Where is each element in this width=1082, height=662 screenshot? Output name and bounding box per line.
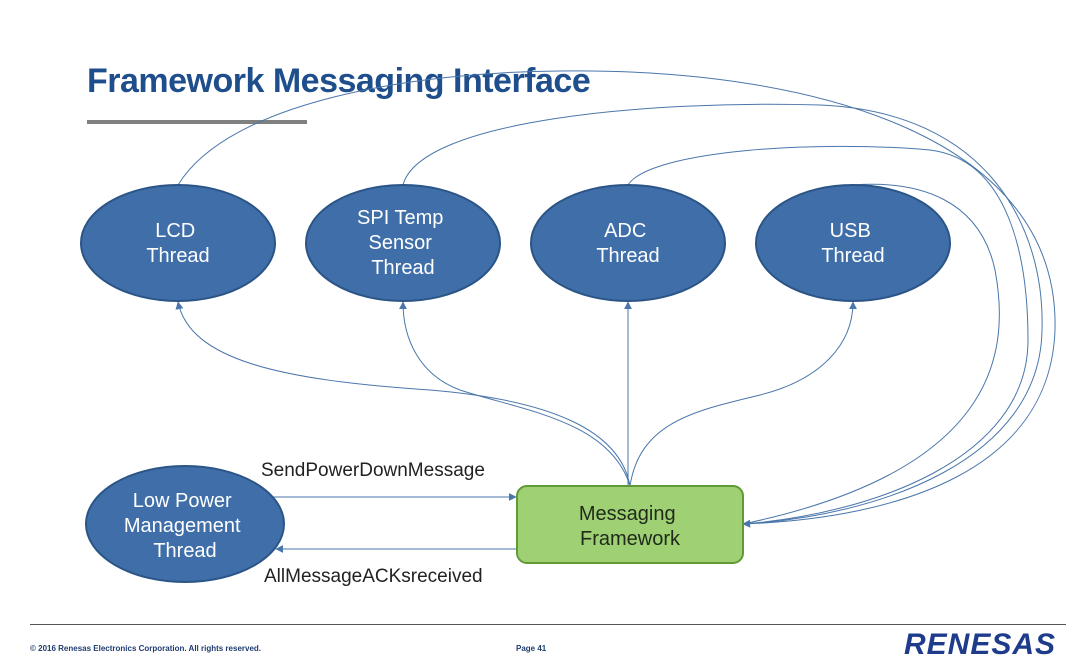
reply-edges bbox=[177, 70, 1056, 528]
lcd-thread-node: LCD Thread bbox=[80, 184, 276, 302]
lcd-thread-line-2: Thread bbox=[146, 245, 209, 267]
svg-text:SPI Temp Sensor: SPI Temp Sensor Thread bbox=[357, 207, 449, 279]
edge-adc-to-framework bbox=[627, 145, 1029, 525]
edge-usb-to-framework bbox=[742, 183, 1000, 525]
messaging-framework-shape bbox=[516, 485, 744, 564]
adc-thread-line-1: ADC bbox=[604, 220, 646, 242]
svg-text:LCD Thread: LCD Thread bbox=[146, 220, 209, 267]
lcd-thread-shape bbox=[80, 184, 276, 302]
power-edges bbox=[268, 493, 517, 553]
svg-text:USB Thread: USB Thread bbox=[821, 220, 884, 267]
messaging-framework-node: Messaging Framework bbox=[516, 485, 744, 564]
edge-framework-to-spi bbox=[399, 301, 631, 487]
lowpower-thread-line-1: Low Power bbox=[133, 490, 232, 512]
send-powerdown-label: SendPowerDownMessage bbox=[261, 460, 485, 481]
spi-thread-line-2: Sensor bbox=[369, 232, 433, 254]
title-underline bbox=[87, 120, 307, 124]
usb-thread-line-2: Thread bbox=[821, 245, 884, 267]
svg-text:ADC Thread: ADC Thread bbox=[596, 220, 659, 267]
lcd-thread-line-1: LCD bbox=[155, 220, 195, 242]
usb-thread-shape bbox=[755, 184, 951, 302]
dispatch-edges bbox=[175, 301, 857, 487]
adc-thread-line-2: Thread bbox=[596, 245, 659, 267]
svg-text:Low Power Management: Low Power Management Thread bbox=[124, 490, 246, 562]
spi-thread-node: SPI Temp Sensor Thread bbox=[305, 184, 501, 302]
usb-thread-line-1: USB bbox=[830, 220, 871, 242]
framework-line-1: Messaging bbox=[579, 503, 676, 525]
spi-thread-line-3: Thread bbox=[371, 257, 434, 279]
lowpower-thread-shape bbox=[85, 465, 285, 583]
edge-lcd-to-framework bbox=[177, 70, 1056, 528]
adc-thread-shape bbox=[530, 184, 726, 302]
spi-thread-line-1: SPI Temp bbox=[357, 207, 443, 229]
edge-spi-to-framework bbox=[402, 103, 1043, 525]
lowpower-thread-node: Low Power Management Thread bbox=[85, 465, 285, 583]
lowpower-thread-line-3: Thread bbox=[153, 540, 216, 562]
ack-received-label: AllMessageACKsreceived bbox=[264, 566, 483, 587]
edge-framework-to-lcd bbox=[175, 301, 631, 487]
page-number: Page 41 bbox=[516, 644, 547, 653]
framework-line-2: Framework bbox=[580, 528, 681, 550]
page-title: Framework Messaging Interface bbox=[87, 62, 591, 100]
svg-text:Messaging Framework: Messaging Framework bbox=[579, 503, 681, 550]
lowpower-thread-line-2: Management bbox=[124, 515, 241, 537]
edge-framework-to-usb bbox=[629, 301, 857, 487]
usb-thread-node: USB Thread bbox=[755, 184, 951, 302]
footer-divider bbox=[30, 624, 1066, 625]
adc-thread-node: ADC Thread bbox=[530, 184, 726, 302]
renesas-logo: RENESAS bbox=[904, 628, 1057, 661]
footer-copyright: © 2016 Renesas Electronics Corporation. … bbox=[30, 644, 262, 653]
spi-thread-shape bbox=[305, 184, 501, 302]
